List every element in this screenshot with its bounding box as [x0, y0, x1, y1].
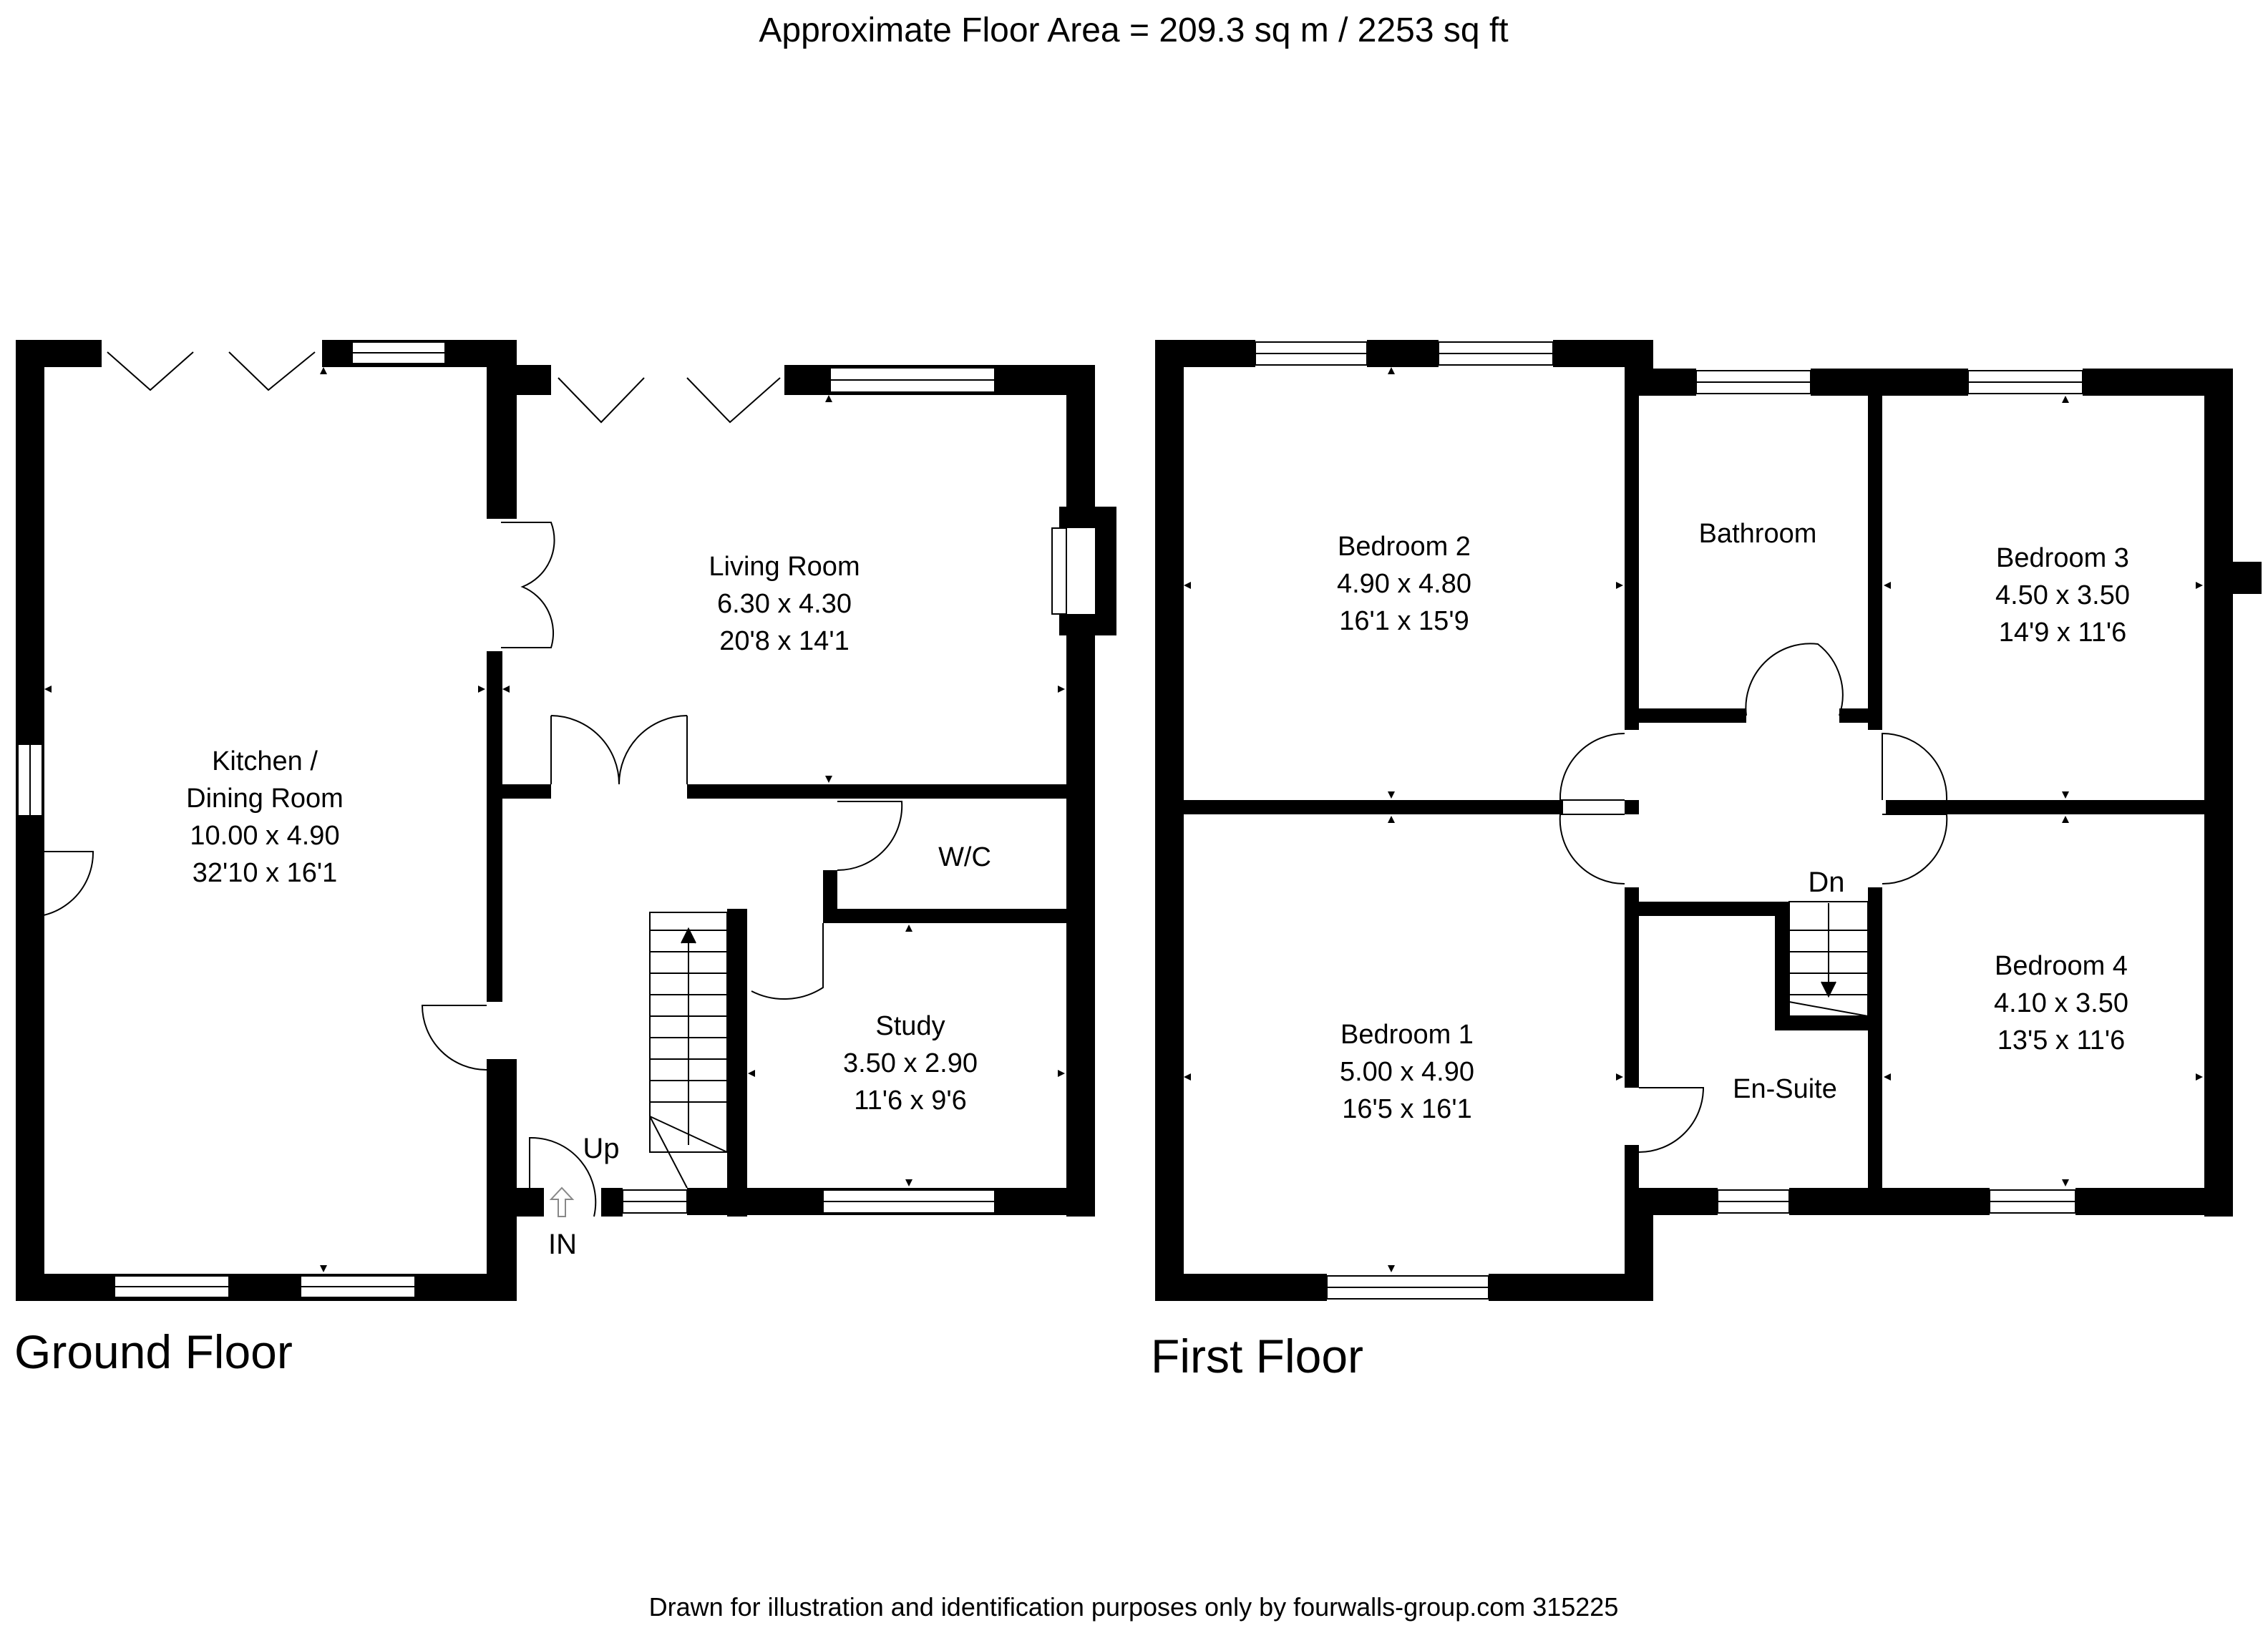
room-label-en-suite: En-Suite	[1733, 1074, 1837, 1104]
door-swing	[1882, 814, 1948, 885]
door-swing	[1882, 732, 1948, 801]
door-swing	[16, 851, 94, 918]
svg-text:Bedroom 3: Bedroom 3	[1996, 543, 2129, 573]
door-swing	[751, 923, 824, 1000]
svg-text:32'10 x 16'1: 32'10 x 16'1	[193, 858, 338, 888]
double-door-swing	[501, 522, 555, 648]
entrance-arrow-icon	[549, 1186, 575, 1217]
first-floor-stairs	[1788, 901, 1869, 1017]
door-swing	[421, 1005, 487, 1071]
ground-floor-stairs	[649, 912, 728, 1189]
bifold-door	[558, 377, 645, 424]
first-floor-walls	[1155, 340, 2262, 1301]
room-label-bedroom-2: Bedroom 2 4.90 x 4.80 16'1 x 15'9	[1337, 532, 1471, 636]
ground-floor-label: Ground Floor	[14, 1325, 293, 1378]
entrance-label: IN	[548, 1229, 577, 1260]
svg-text:4.90 x 4.80: 4.90 x 4.80	[1337, 569, 1471, 599]
first-floor-plan: Bedroom 2 4.90 x 4.80 16'1 x 15'9 Bathro…	[1151, 340, 2262, 1383]
footer-disclaimer: Drawn for illustration and identificatio…	[649, 1592, 1619, 1622]
svg-text:16'5 x 16'1: 16'5 x 16'1	[1342, 1094, 1471, 1124]
svg-text:5.00 x 4.90: 5.00 x 4.90	[1340, 1057, 1474, 1087]
door-swing	[1638, 1087, 1705, 1153]
entrance-door-swing	[529, 1136, 597, 1217]
first-floor-swing-doors	[1559, 643, 1948, 1153]
svg-text:4.10 x 3.50: 4.10 x 3.50	[1994, 988, 2128, 1018]
bifold-door	[107, 351, 194, 391]
ground-floor-swing-doors	[16, 522, 903, 1217]
svg-text:Bedroom 2: Bedroom 2	[1338, 532, 1471, 562]
ground-floor-windows	[17, 341, 1067, 1298]
svg-text:Study: Study	[875, 1011, 945, 1041]
svg-text:16'1 x 15'9: 16'1 x 15'9	[1339, 606, 1469, 636]
stairs-down-label: Dn	[1808, 867, 1844, 898]
svg-text:10.00 x 4.90: 10.00 x 4.90	[190, 821, 339, 851]
door-swing	[1559, 733, 1625, 801]
first-floor-windows	[1255, 341, 2083, 1300]
ground-floor-dimension-markers	[44, 367, 1065, 1272]
room-label-bathroom: Bathroom	[1699, 519, 1817, 549]
ground-floor-bifold-doors	[107, 351, 781, 424]
bifold-door	[228, 351, 316, 391]
ground-floor-walls	[16, 340, 1116, 1301]
door-swing	[1559, 814, 1625, 885]
room-label-bedroom-4: Bedroom 4 4.10 x 3.50 13'5 x 11'6	[1994, 951, 2128, 1056]
svg-text:11'6 x 9'6: 11'6 x 9'6	[854, 1086, 966, 1116]
door-swing	[837, 801, 903, 872]
double-door-swing	[550, 715, 688, 785]
room-label-bedroom-3: Bedroom 3 4.50 x 3.50 14'9 x 11'6	[1995, 543, 2130, 648]
svg-text:14'9 x 11'6: 14'9 x 11'6	[1999, 618, 2127, 648]
svg-text:Dining Room: Dining Room	[186, 784, 344, 814]
room-label-bedroom-1: Bedroom 1 5.00 x 4.90 16'5 x 16'1	[1340, 1020, 1474, 1124]
floor-area-title: Approximate Floor Area = 209.3 sq m / 22…	[759, 11, 1508, 49]
svg-text:20'8 x 14'1: 20'8 x 14'1	[719, 626, 849, 656]
first-floor-dimension-markers	[1184, 367, 2203, 1272]
svg-text:Kitchen /: Kitchen /	[212, 746, 318, 776]
stairs-up-label: Up	[583, 1133, 619, 1164]
ground-floor-plan: Kitchen / Dining Room 10.00 x 4.90 32'10…	[14, 340, 1116, 1378]
svg-text:Living Room: Living Room	[709, 552, 860, 582]
bifold-door	[686, 377, 781, 424]
door-swing	[1745, 643, 1844, 716]
svg-text:13'5 x 11'6: 13'5 x 11'6	[1997, 1025, 2126, 1056]
room-label-study: Study 3.50 x 2.90 11'6 x 9'6	[843, 1011, 978, 1116]
svg-text:Bedroom 1: Bedroom 1	[1340, 1020, 1474, 1050]
window	[1051, 527, 1067, 615]
room-label-living-room: Living Room 6.30 x 4.30 20'8 x 14'1	[709, 552, 860, 656]
room-label-kitchen: Kitchen / Dining Room 10.00 x 4.90 32'10…	[186, 746, 344, 888]
svg-text:4.50 x 3.50: 4.50 x 3.50	[1995, 580, 2130, 610]
svg-text:Bedroom 4: Bedroom 4	[1995, 951, 2128, 981]
first-floor-label: First Floor	[1151, 1330, 1363, 1383]
room-label-wc: W/C	[938, 842, 991, 872]
svg-text:3.50 x 2.90: 3.50 x 2.90	[843, 1048, 978, 1078]
svg-text:6.30 x 4.30: 6.30 x 4.30	[717, 589, 852, 619]
